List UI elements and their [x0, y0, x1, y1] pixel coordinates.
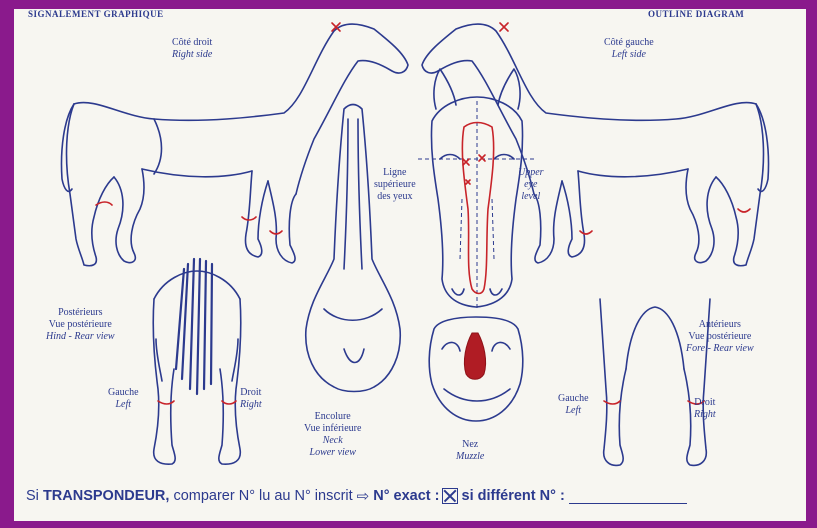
left-side-horse-drawing	[422, 23, 769, 266]
muzzle-drawing	[429, 317, 523, 421]
left-side-label: Côté gauche Left side	[604, 37, 654, 61]
horse-outline-diagram	[14, 9, 806, 521]
footer-prefix: Si	[26, 488, 39, 504]
compare-instruction: comparer N° lu au N° inscrit	[173, 488, 352, 504]
exact-number-label: N° exact :	[373, 488, 439, 504]
muzzle-label: Nez Muzzle	[456, 439, 484, 463]
right-side-horse-drawing	[62, 23, 409, 266]
transponder-keyword: TRANSPONDEUR,	[43, 488, 169, 504]
arrow-right-icon: ⇨	[357, 487, 370, 505]
hind-rear-view-drawing	[153, 259, 241, 464]
neck-lower-view-drawing	[306, 105, 401, 392]
fore-rear-view-label: Antérieurs Vue postérieure Fore - Rear v…	[686, 319, 754, 355]
hind-right-label: Droit Right	[240, 387, 262, 411]
fore-left-label: Gauche Left	[558, 393, 589, 417]
transponder-check-line: Si TRANSPONDEUR, comparer N° lu au N° in…	[26, 483, 796, 509]
upper-eye-level-label-en: Upper eye level	[518, 167, 544, 203]
different-number-field[interactable]	[569, 489, 687, 504]
hind-left-label: Gauche Left	[108, 387, 139, 411]
hind-rear-view-label: Postérieurs Vue postérieure Hind - Rear …	[46, 307, 115, 343]
right-side-label: Côté droit Right side	[172, 37, 212, 61]
head-front-view-drawing	[418, 69, 534, 309]
identification-sheet: SIGNALEMENT GRAPHIQUE OUTLINE DIAGRAM	[14, 9, 806, 521]
upper-eye-level-label-fr: Ligne supérieure des yeux	[374, 167, 416, 203]
fore-right-label: Droit Right	[694, 397, 716, 421]
neck-lower-view-label: Encolure Vue inférieure Neck Lower view	[304, 411, 361, 459]
different-number-label: si différent N° :	[462, 488, 565, 504]
exact-number-checkbox[interactable]	[442, 488, 458, 504]
